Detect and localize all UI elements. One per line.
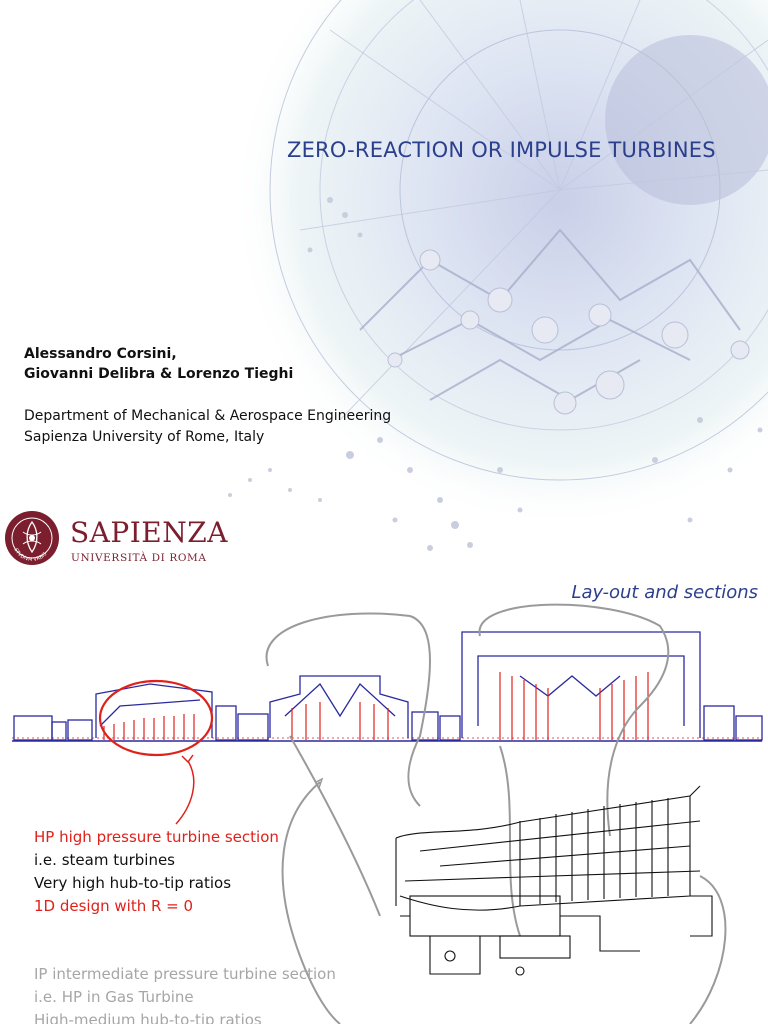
hp-section-text: HP high pressure turbine section i.e. st…	[34, 826, 279, 918]
hp-section-line-3: Very high hub-to-tip ratios	[34, 874, 232, 892]
hp-section-line-4: 1D design with R = 0	[34, 897, 194, 915]
ip-section-line-2: i.e. HP in Gas Turbine	[34, 988, 194, 1006]
affiliation: Department of Mechanical & Aerospace Eng…	[24, 406, 391, 448]
ip-section-line-3: High-medium hub-to-tip ratios	[34, 1011, 262, 1024]
ip-section-text: IP intermediate pressure turbine section…	[34, 963, 336, 1024]
layout-sections-slide: Lay-out and sections HP high pressure tu…	[0, 576, 768, 1024]
author-line-2: Giovanni Delibra & Lorenzo Tieghi	[24, 366, 294, 382]
hp-section-line-2: i.e. steam turbines	[34, 851, 175, 869]
author-line-1: Alessandro Corsini,	[24, 346, 177, 362]
department-name: Department of Mechanical & Aerospace Eng…	[24, 408, 392, 424]
turbine-cross-section-drawing	[12, 603, 763, 1024]
title-slide: ZERO-REACTION OR IMPULSE TURBINES Alessa…	[5, 0, 768, 565]
sapienza-seal-icon: STVDIVM VRBIS	[5, 511, 59, 565]
authors: Alessandro Corsini, Giovanni Delibra & L…	[24, 344, 293, 384]
logo-name: SAPIENZA	[70, 516, 228, 549]
logo-subtitle: UNIVERSITÀ DI ROMA	[71, 552, 207, 564]
turbine-background-graphic	[228, 0, 768, 551]
ip-section-title: IP intermediate pressure turbine section	[34, 965, 336, 983]
slide-title: ZERO-REACTION OR IMPULSE TURBINES	[287, 138, 716, 162]
slide-heading: Lay-out and sections	[571, 582, 758, 603]
university-name: Sapienza University of Rome, Italy	[24, 429, 265, 445]
hp-section-title: HP high pressure turbine section	[34, 828, 279, 846]
